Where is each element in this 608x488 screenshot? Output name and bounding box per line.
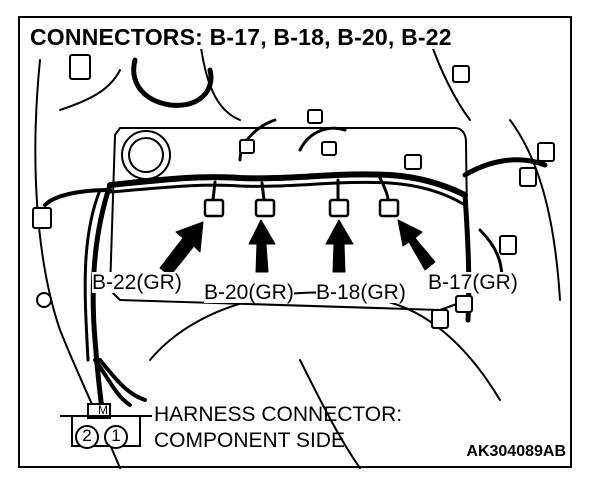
diagram-title: CONNECTORS: B-17, B-18, B-20, B-22 bbox=[28, 24, 454, 50]
peripheral-connector bbox=[307, 109, 323, 124]
peripheral-connector bbox=[431, 309, 449, 329]
arrow-b17 bbox=[397, 219, 436, 271]
figure-code: AK304089AB bbox=[466, 443, 566, 460]
legend-terminal-1-label: 1 bbox=[111, 426, 121, 445]
label-b22: B-22(GR) bbox=[92, 271, 182, 294]
legend-terminal-2-label: 2 bbox=[82, 426, 92, 445]
legend-terminal-top-label: M bbox=[98, 403, 108, 417]
peripheral-connector bbox=[452, 65, 470, 83]
branch-b22 bbox=[211, 180, 217, 202]
legend-line-2: COMPONENT SIDE bbox=[154, 429, 345, 452]
engine-outline-mid bbox=[149, 291, 501, 401]
main-harness bbox=[107, 171, 468, 198]
peripheral-connector bbox=[499, 235, 517, 255]
peripheral-connector bbox=[404, 154, 422, 170]
connector-b18 bbox=[328, 198, 350, 218]
connector-b17 bbox=[378, 198, 400, 218]
arrow-b18 bbox=[325, 219, 354, 273]
peripheral-connector bbox=[32, 207, 52, 229]
peripheral-connector bbox=[455, 295, 473, 313]
legend-terminal-1 bbox=[104, 425, 128, 449]
legend-line-1: HARNESS CONNECTOR: bbox=[154, 403, 403, 426]
engine-outline-right bbox=[509, 119, 561, 301]
peripheral-connector bbox=[239, 139, 255, 154]
intake-plenum-outline bbox=[109, 127, 469, 311]
connector-b22 bbox=[203, 198, 225, 218]
arrow-b22 bbox=[159, 221, 204, 277]
engine-outline-top bbox=[199, 39, 241, 121]
peripheral-connector bbox=[519, 167, 537, 187]
branch-b20 bbox=[260, 181, 266, 202]
peripheral-connector bbox=[537, 142, 555, 162]
peripheral-connector bbox=[321, 141, 337, 156]
label-b17: B-17(GR) bbox=[428, 271, 518, 294]
label-b20: B-20(GR) bbox=[204, 281, 294, 304]
legend-terminal-2 bbox=[75, 425, 99, 449]
peripheral-connector bbox=[69, 54, 91, 80]
diagram-frame bbox=[18, 16, 572, 468]
legend-lock-tab bbox=[87, 403, 111, 419]
label-b18: B-18(GR) bbox=[316, 281, 406, 304]
connector-b20 bbox=[254, 198, 276, 218]
arrow-b20 bbox=[248, 219, 276, 273]
